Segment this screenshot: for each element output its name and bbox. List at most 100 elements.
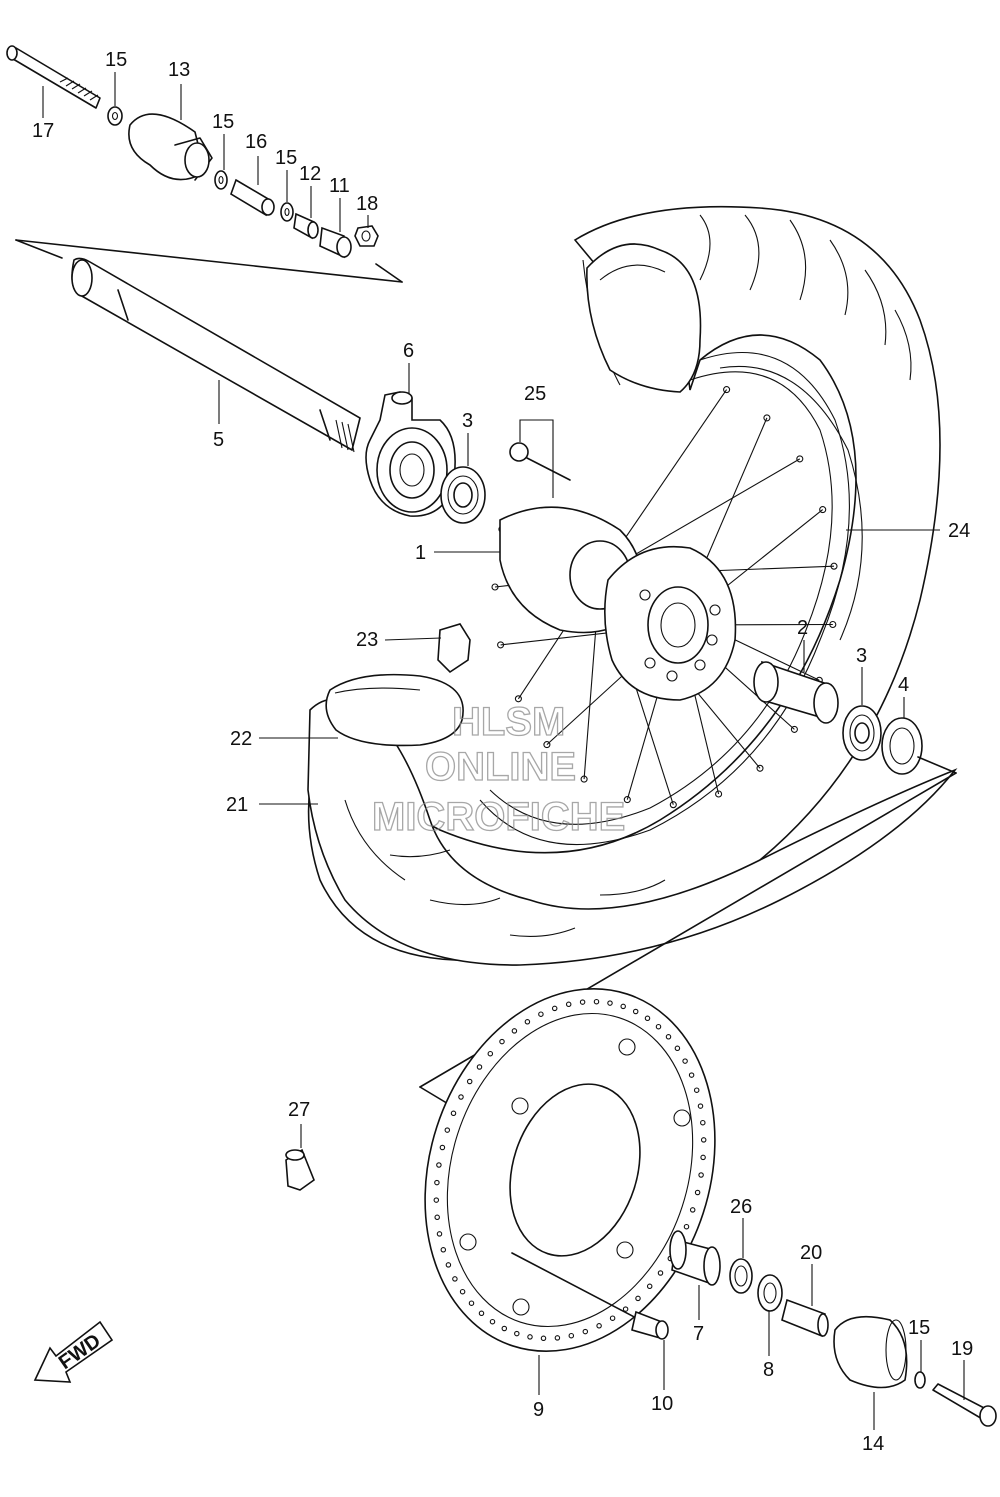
callout-20: 20 bbox=[800, 1242, 822, 1264]
disc-hole bbox=[511, 1028, 518, 1034]
valve-25 bbox=[509, 442, 571, 481]
disc-hole bbox=[466, 1078, 473, 1085]
tire-21 bbox=[307, 698, 958, 966]
spoke-nipple bbox=[830, 562, 838, 570]
disc-hole bbox=[450, 1110, 457, 1117]
disc-hole bbox=[655, 1023, 662, 1030]
callout-23: 23 bbox=[356, 629, 378, 651]
callout-21: 21 bbox=[226, 794, 248, 816]
washer-15-right bbox=[280, 202, 294, 222]
disc-hole bbox=[440, 1247, 447, 1253]
callout-4: 4 bbox=[898, 674, 909, 696]
disc-hole bbox=[700, 1119, 706, 1126]
spoke-nipple bbox=[829, 620, 837, 629]
spacer-2 bbox=[753, 660, 839, 724]
callout-22: 22 bbox=[230, 728, 252, 750]
spoke-nipple bbox=[796, 455, 804, 463]
oil-seal-4 bbox=[881, 717, 923, 775]
wheel-hub-1 bbox=[499, 506, 737, 701]
washer-15-mid bbox=[214, 170, 228, 190]
disc-hole bbox=[646, 1283, 653, 1290]
spoke-nipple bbox=[580, 775, 588, 783]
callout-19: 19 bbox=[951, 1338, 973, 1360]
callout-6: 6 bbox=[403, 340, 414, 362]
watermark-line-3: MICROFICHE bbox=[372, 795, 625, 839]
disc-hole bbox=[551, 1005, 558, 1012]
disc-hole bbox=[579, 999, 586, 1005]
valve-cap-27 bbox=[285, 1148, 315, 1191]
assembly-guide-lines-top bbox=[15, 239, 403, 283]
callout-24: 24 bbox=[948, 520, 970, 542]
disc-hole bbox=[436, 1231, 443, 1237]
disc-hole bbox=[538, 1011, 544, 1017]
leader-lines bbox=[42, 72, 965, 1430]
disc-hole bbox=[568, 1332, 575, 1339]
disc-hole bbox=[487, 1050, 494, 1057]
watermark: HLSM ONLINE MICROFICHE bbox=[371, 699, 626, 839]
seal-8 bbox=[757, 1274, 783, 1312]
disc-hole bbox=[514, 1330, 520, 1337]
nut-18 bbox=[354, 225, 379, 247]
watermark-line-2: ONLINE bbox=[425, 745, 576, 789]
callout-17: 17 bbox=[32, 120, 54, 142]
spoke-nipple bbox=[543, 741, 551, 749]
disc-hole bbox=[689, 1207, 696, 1213]
brake-disc-9 bbox=[424, 988, 716, 1352]
disc-hole bbox=[554, 1335, 561, 1341]
spacer-16 bbox=[230, 178, 275, 217]
collar-20 bbox=[781, 1298, 829, 1338]
disc-hole bbox=[582, 1328, 589, 1335]
spacer-7 bbox=[669, 1230, 721, 1286]
disc-hole bbox=[665, 1034, 672, 1040]
disc-hole bbox=[693, 1087, 700, 1093]
disc-hole bbox=[700, 1137, 707, 1143]
disc-hole bbox=[540, 1335, 547, 1342]
watermark-line-1: HLSM bbox=[452, 700, 565, 744]
callout-1: 1 bbox=[415, 542, 426, 564]
rim-1 bbox=[479, 352, 863, 845]
disc-hole bbox=[596, 1323, 602, 1329]
tube-22 bbox=[325, 673, 464, 747]
callout-3: 3 bbox=[856, 645, 867, 667]
callout-15: 15 bbox=[105, 49, 127, 71]
collar-11 bbox=[319, 226, 352, 259]
disc-hole bbox=[632, 1008, 639, 1015]
disc-hole bbox=[489, 1318, 496, 1325]
callout-2: 2 bbox=[797, 617, 808, 639]
bolt-19 bbox=[932, 1383, 997, 1427]
disc-hole bbox=[657, 1270, 664, 1276]
disc-hole bbox=[501, 1325, 508, 1332]
callout-25: 25 bbox=[524, 383, 546, 405]
axle-5 bbox=[71, 257, 361, 453]
callout-15: 15 bbox=[908, 1317, 930, 1339]
disc-hole bbox=[683, 1223, 690, 1230]
disc-hole bbox=[698, 1172, 704, 1178]
disc-hole bbox=[527, 1334, 533, 1340]
disc-hole bbox=[565, 1001, 572, 1008]
disc-hole bbox=[609, 1315, 616, 1321]
spoke-nipple bbox=[669, 801, 677, 809]
disc-hole bbox=[499, 1038, 505, 1045]
callout-26: 26 bbox=[730, 1196, 752, 1218]
disc-hole bbox=[439, 1144, 446, 1151]
callout-18: 18 bbox=[356, 193, 378, 215]
spoke-nipple bbox=[756, 764, 764, 772]
callout-15: 15 bbox=[275, 147, 297, 169]
disc-hole bbox=[622, 1306, 629, 1312]
disc-hole bbox=[452, 1276, 458, 1282]
rim-band-23 bbox=[437, 623, 471, 674]
spoke-nipple bbox=[763, 414, 771, 422]
spoke-nipple bbox=[491, 583, 499, 591]
callout-9: 9 bbox=[533, 1399, 544, 1421]
disc-hole bbox=[607, 1000, 613, 1006]
disc-hole bbox=[635, 1295, 641, 1302]
bearing-3-left bbox=[440, 466, 486, 524]
disc-hole bbox=[620, 1003, 626, 1010]
disc-hole bbox=[524, 1019, 531, 1025]
axle-bolt-17 bbox=[6, 45, 101, 109]
callout-12: 12 bbox=[299, 163, 321, 185]
spoke-nipple bbox=[790, 725, 798, 733]
callout-3: 3 bbox=[462, 410, 473, 432]
gear-box-6 bbox=[365, 391, 456, 517]
